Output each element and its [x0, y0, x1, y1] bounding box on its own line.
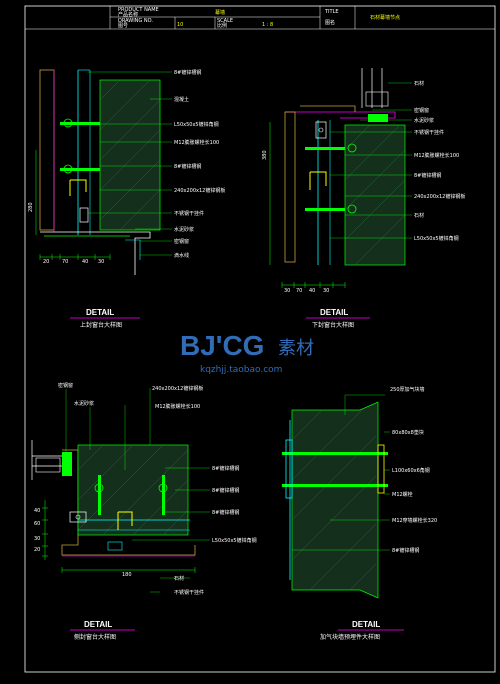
- p1-label-5: 240x200x12镀锌钢板: [174, 187, 225, 194]
- p1-dim-2: 70: [62, 259, 68, 265]
- p3-dim-2: 30: [34, 536, 40, 542]
- p2-detail-title: DETAIL: [320, 308, 348, 317]
- p1-label-0: 8#镀锌槽钢: [174, 69, 201, 76]
- product-name-cn: 产品名称: [118, 11, 138, 18]
- drawing-no-value: 10: [177, 22, 183, 28]
- watermark-brand: BJ'CG: [180, 330, 264, 361]
- panel-3-drawing: [31, 388, 210, 593]
- title-en: TITLE: [324, 9, 339, 15]
- p2-label-0: 石材: [414, 80, 424, 87]
- watermark-brand-cn: 素材: [278, 338, 314, 359]
- p4-label-1: 80x80x8垫块: [392, 429, 424, 436]
- p3-label-1: 水泥砂浆: [74, 400, 94, 407]
- p3-detail-title: DETAIL: [84, 620, 112, 629]
- p1-label-7: 水泥砂浆: [174, 226, 194, 233]
- p1-caption: 上封窗台大样图: [80, 321, 122, 329]
- product-name-en: PRODUCT NAME: [118, 7, 159, 13]
- p2-label-5: 8#镀锌槽钢: [414, 172, 441, 179]
- p4-label-4: M12穿墙螺栓长320: [392, 517, 437, 524]
- drawing-no-en: DRAWING NO.: [118, 18, 153, 24]
- p1-label-3: M12膨胀螺栓长100: [174, 139, 219, 146]
- panel-4-drawing: [282, 394, 390, 599]
- p1-dim-4: 30: [98, 259, 104, 265]
- p3-label-2: 240x200x12镀锌钢板: [152, 385, 203, 392]
- p4-label-2: L100x60x6角钢: [392, 467, 430, 474]
- sheet-border: [24, 5, 496, 673]
- p2-dim-2: 70: [296, 288, 302, 294]
- p2-label-7: 石材: [414, 212, 424, 219]
- p1-label-9: 滴水线: [174, 252, 189, 259]
- scale-cn: 比例: [217, 22, 227, 29]
- p3-dim-3: 20: [34, 547, 40, 553]
- p2-label-4: M12膨胀螺栓长100: [414, 152, 459, 159]
- watermark: BJ'CG 素材 kqzhjj.taobao.com: [180, 330, 314, 375]
- p2-dim-4: 30: [323, 288, 329, 294]
- p3-label-6: 8#镀锌槽钢: [212, 509, 239, 516]
- p1-label-1: 混凝土: [174, 96, 189, 103]
- p2-label-2: 水泥砂浆: [414, 117, 434, 124]
- p3-label-4: 8#镀锌槽钢: [212, 465, 239, 472]
- p2-dim-1: 30: [284, 288, 290, 294]
- p3-label-9: 不锈钢干挂件: [174, 589, 204, 596]
- p3-label-7: L50x50x5镀锌角钢: [212, 537, 257, 544]
- panel-2-drawing: [269, 68, 412, 288]
- p2-dim-0: 380: [262, 150, 268, 160]
- title-block: [25, 6, 495, 30]
- p4-label-5: 8#镀锌槽钢: [392, 547, 419, 554]
- panel-1-drawing: [35, 69, 172, 275]
- p4-detail-title: DETAIL: [352, 620, 380, 629]
- p2-dim-3: 40: [309, 288, 315, 294]
- p2-label-3: 不锈钢干挂件: [414, 129, 444, 136]
- p2-label-8: L50x50x5镀锌角钢: [414, 235, 459, 242]
- p4-label-0: 250厚加气块墙: [390, 386, 425, 393]
- drawing-no-cn: 图号: [118, 23, 128, 29]
- p2-caption: 下封窗台大样图: [312, 321, 354, 329]
- p4-caption: 加气块墙预埋件大样图: [320, 633, 380, 641]
- title-value: 石材幕墙节点: [370, 14, 400, 21]
- p2-label-1: 密钢窗: [414, 107, 429, 114]
- p1-dim-3: 40: [82, 259, 88, 265]
- p1-label-2: L50x50x5镀锌角钢: [174, 121, 219, 128]
- p1-label-4: 8#镀锌槽钢: [174, 163, 201, 170]
- p1-label-8: 密钢窗: [174, 238, 189, 245]
- p4-label-3: M12螺栓: [392, 491, 413, 498]
- p3-label-0: 密钢窗: [58, 382, 73, 389]
- scale-en: SCALE: [217, 18, 233, 24]
- p1-label-6: 不锈钢干挂件: [174, 210, 204, 217]
- p1-detail-title: DETAIL: [86, 308, 114, 317]
- p3-dim-1: 60: [34, 521, 40, 527]
- scale-value: 1 : 8: [262, 22, 273, 28]
- title-cn: 图名: [325, 19, 335, 26]
- product-name-value: 幕墙: [215, 9, 225, 16]
- watermark-url: kqzhjj.taobao.com: [200, 365, 282, 375]
- p3-label-3: M12膨胀螺栓长100: [155, 403, 200, 410]
- p2-label-6: 240x200x12镀锌钢板: [414, 193, 465, 200]
- p3-label-8: 石材: [174, 575, 184, 582]
- p3-dim-4: 180: [122, 572, 132, 578]
- p1-dim-0: 280: [28, 202, 34, 212]
- p1-dim-1: 20: [43, 259, 49, 265]
- p3-label-5: 8#镀锌槽钢: [212, 487, 239, 494]
- p3-dim-0: 40: [34, 508, 40, 514]
- p3-caption: 侧封窗台大样图: [74, 633, 116, 641]
